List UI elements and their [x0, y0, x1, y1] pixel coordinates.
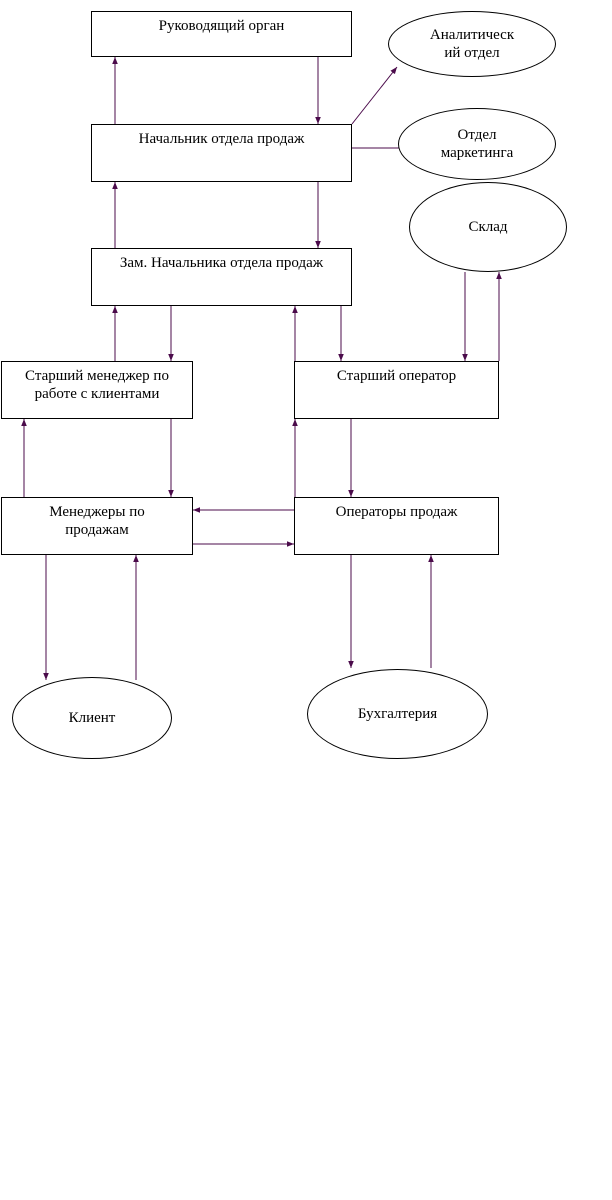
- analytics-department-label: Аналитическ ий отдел: [429, 27, 515, 61]
- senior-manager-box: Старший менеджер по работе с клиентами: [1, 361, 193, 419]
- accounting-label: Бухгалтерия: [357, 706, 438, 722]
- marketing-department-label: Отдел маркетинга: [440, 127, 514, 161]
- warehouse-label: Склад: [468, 219, 508, 235]
- deputy-head-box: Зам. Начальника отдела продаж: [91, 248, 352, 306]
- sales-head-label: Начальник отдела продаж: [138, 131, 305, 147]
- edge-sales-head-to-analytics: [351, 66, 398, 125]
- sales-operators-label: Операторы продаж: [335, 504, 458, 520]
- sales-head-box: Начальник отдела продаж: [91, 124, 352, 182]
- accounting-oval: Бухгалтерия: [307, 669, 488, 759]
- sales-operators-box: Операторы продаж: [294, 497, 499, 555]
- governing-body-label: Руководящий орган: [158, 18, 285, 34]
- senior-operator-box: Старший оператор: [294, 361, 499, 419]
- sales-managers-label: Менеджеры по продажам: [49, 504, 145, 538]
- sales-managers-box: Менеджеры по продажам: [1, 497, 193, 555]
- client-label: Клиент: [68, 710, 116, 726]
- deputy-head-label: Зам. Начальника отдела продаж: [119, 255, 324, 271]
- senior-manager-label: Старший менеджер по работе с клиентами: [25, 368, 169, 402]
- warehouse-oval: Склад: [409, 182, 567, 272]
- marketing-department-oval: Отдел маркетинга: [398, 108, 556, 180]
- senior-operator-label: Старший оператор: [336, 368, 457, 384]
- client-oval: Клиент: [12, 677, 172, 759]
- analytics-department-oval: Аналитическ ий отдел: [388, 11, 556, 77]
- governing-body-box: Руководящий орган: [91, 11, 352, 57]
